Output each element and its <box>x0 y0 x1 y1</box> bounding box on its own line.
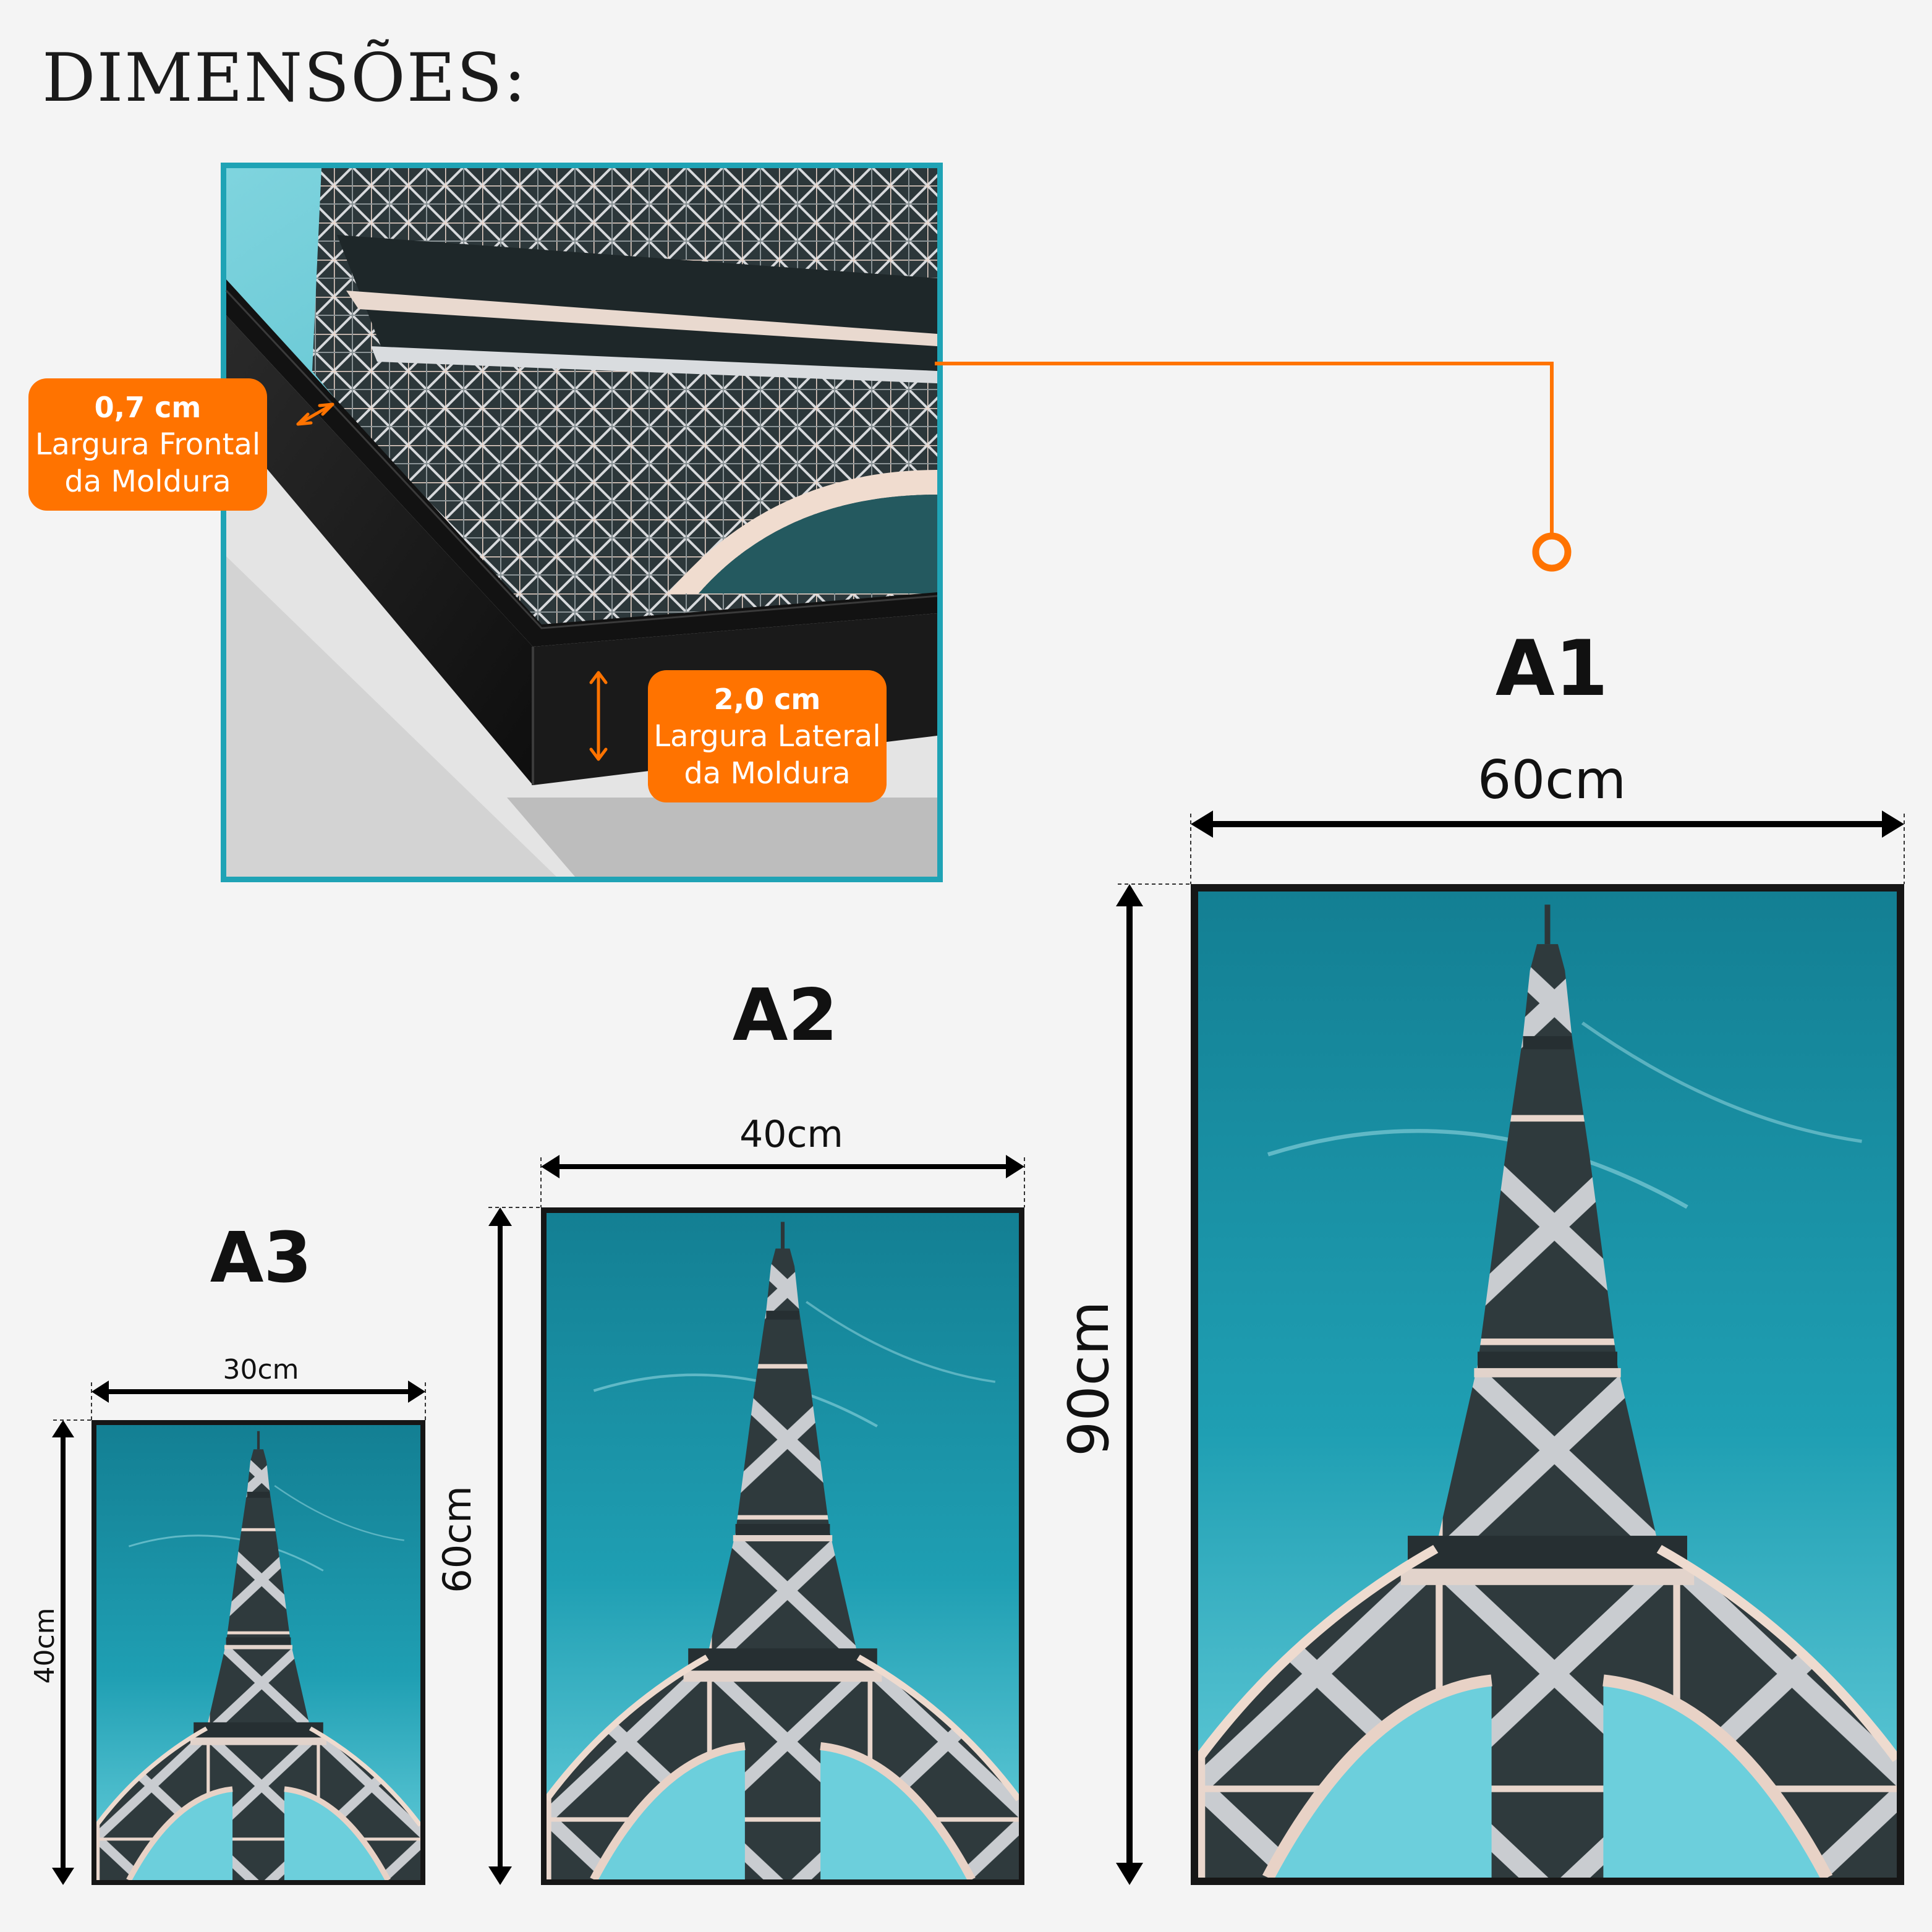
page-title: DIMENSÕES: <box>42 40 527 117</box>
a2-height-arrow <box>488 1207 541 1885</box>
a1-height-label: 90cm <box>1057 1301 1121 1457</box>
frontal-width-callout: 0,7 cm Largura Frontal da Moldura <box>28 378 267 511</box>
frontal-width-label-line2: da Moldura <box>64 464 231 499</box>
a3-height-label: 40cm <box>29 1607 61 1684</box>
frontal-width-label-line1: Largura Frontal <box>35 427 261 462</box>
a3-width-label: 30cm <box>223 1354 299 1385</box>
detail-connector-line <box>935 362 1572 572</box>
lateral-width-label-line1: Largura Lateral <box>653 719 881 754</box>
a1-width-arrow <box>1190 811 1905 884</box>
a3-width-arrow <box>91 1381 426 1420</box>
a2-size-name: A2 <box>732 974 838 1057</box>
a1-size-name: A1 <box>1495 624 1609 713</box>
a2-height-label: 60cm <box>435 1486 480 1593</box>
lateral-width-arrow <box>589 671 608 761</box>
a3-size-name: A3 <box>210 1218 312 1298</box>
a1-width-label: 60cm <box>1477 749 1627 811</box>
frontal-width-arrow <box>296 402 334 426</box>
a3-poster <box>91 1420 425 1885</box>
a3-height-arrow <box>52 1419 91 1885</box>
a2-poster <box>541 1207 1024 1885</box>
a2-width-arrow <box>540 1155 1025 1207</box>
a2-width-label: 40cm <box>739 1113 843 1156</box>
lateral-width-callout: 2,0 cm Largura Lateral da Moldura <box>648 670 887 802</box>
a1-poster <box>1191 884 1904 1885</box>
frontal-width-value: 0,7 cm <box>94 391 202 424</box>
lateral-width-value: 2,0 cm <box>713 683 821 716</box>
lateral-width-label-line2: da Moldura <box>684 756 851 791</box>
a1-height-arrow <box>1116 883 1191 1885</box>
